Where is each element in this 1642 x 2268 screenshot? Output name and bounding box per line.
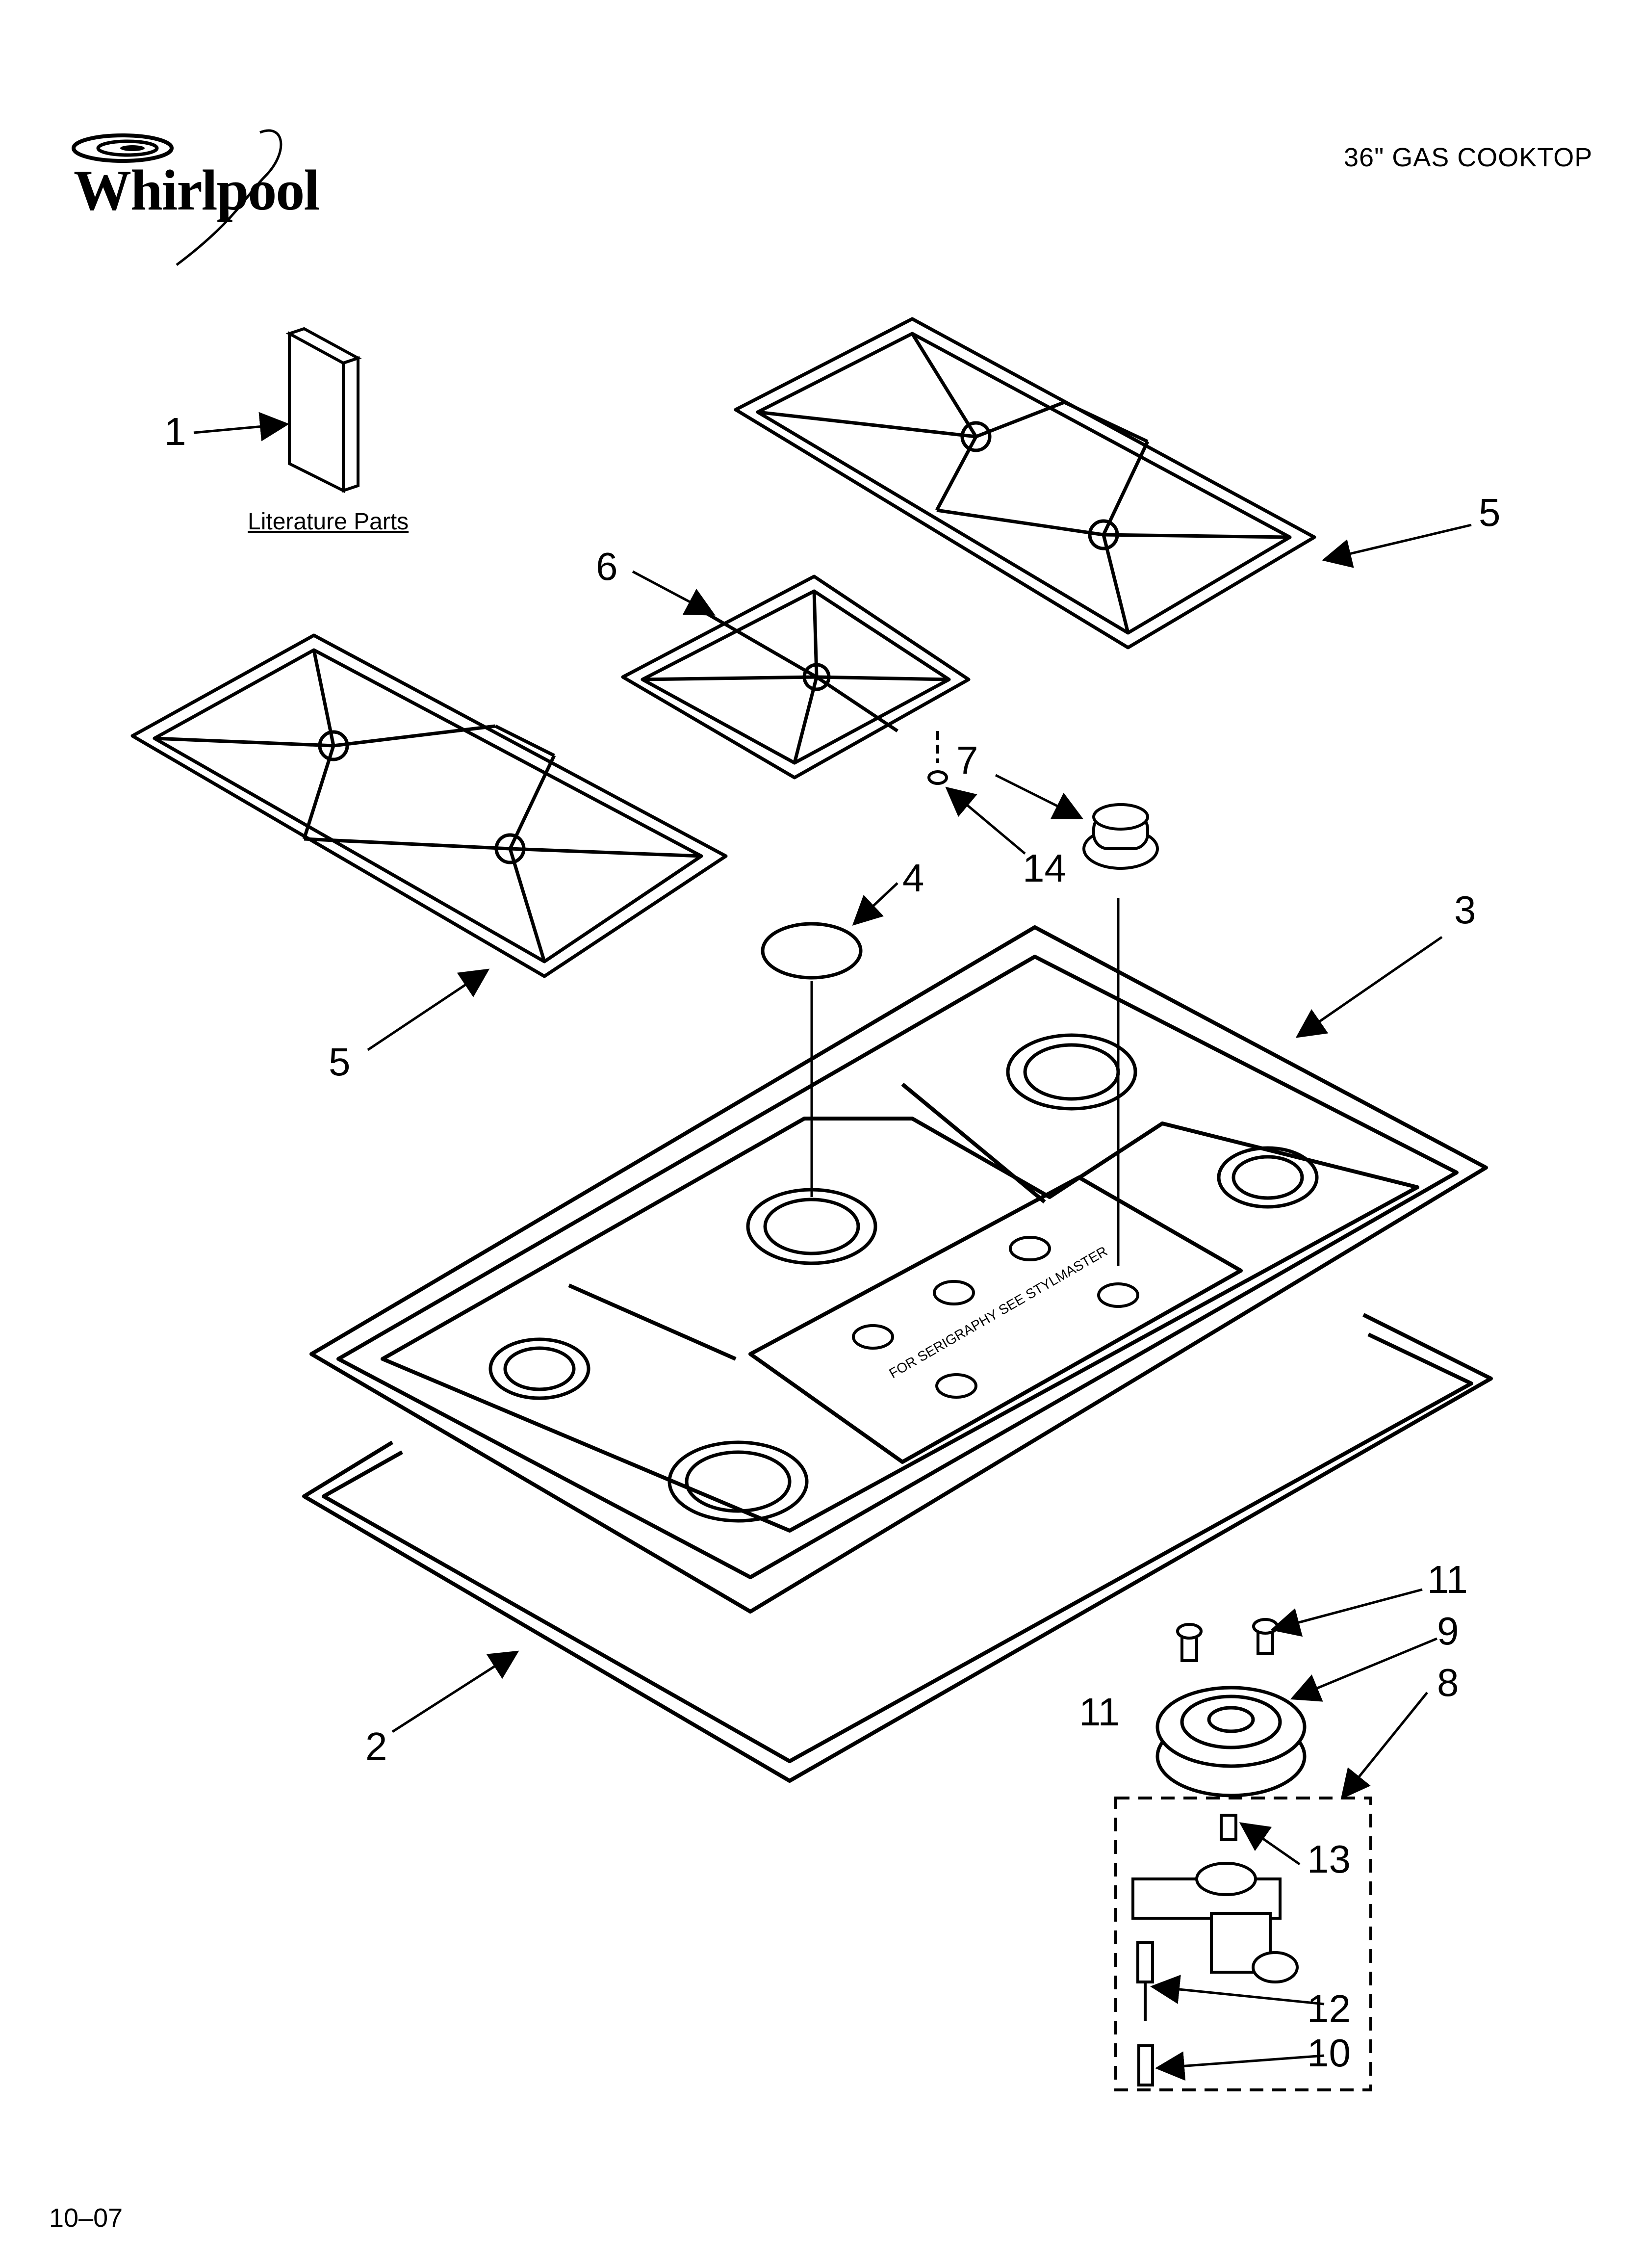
callout-12: 12 — [1307, 1987, 1351, 2031]
logo-wordmark: Whirlpool — [74, 158, 320, 222]
literature-parts-label: Literature Parts — [248, 509, 409, 535]
callout-arrows — [193, 412, 1472, 2081]
valve-assembly-box — [1114, 1797, 1372, 2091]
callout-13: 13 — [1307, 1837, 1351, 1881]
cooktop-body — [309, 925, 1488, 1614]
callout-5-right: 5 — [1479, 491, 1501, 534]
callout-6: 6 — [596, 545, 618, 588]
callout-14: 14 — [1023, 846, 1066, 890]
callout-8: 8 — [1437, 1661, 1459, 1704]
knob-holes — [852, 1236, 1139, 1399]
callout-9: 9 — [1437, 1609, 1459, 1653]
date-code: 10–07 — [49, 2203, 123, 2233]
callout-10: 10 — [1307, 2031, 1351, 2075]
callout-11-left: 11 — [1079, 1690, 1120, 1734]
spring-clip — [927, 731, 948, 785]
burner-cap — [761, 922, 863, 1197]
gasket — [302, 1313, 1493, 1783]
callout-5-left: 5 — [329, 1040, 351, 1084]
literature-booklet — [285, 327, 362, 493]
logo-swirl-icon — [72, 129, 282, 266]
grate-left — [130, 633, 728, 978]
burner-openings — [488, 1033, 1319, 1523]
valve-assembly — [1131, 1814, 1299, 2086]
grate-center — [621, 574, 971, 780]
grate-right — [734, 317, 1316, 650]
burner-base — [1155, 1686, 1307, 1798]
whirlpool-logo: Whirlpool — [54, 123, 329, 270]
callout-1: 1 — [164, 410, 186, 453]
callout-11-right: 11 — [1427, 1558, 1468, 1601]
control-knob — [1082, 803, 1159, 870]
callout-7: 7 — [956, 738, 978, 782]
page-title: 36" GAS COOKTOP — [1344, 143, 1593, 172]
callout-2: 2 — [365, 1724, 387, 1768]
callout-4: 4 — [902, 856, 924, 900]
callout-3: 3 — [1454, 888, 1476, 932]
screws-11 — [1176, 1618, 1279, 1662]
